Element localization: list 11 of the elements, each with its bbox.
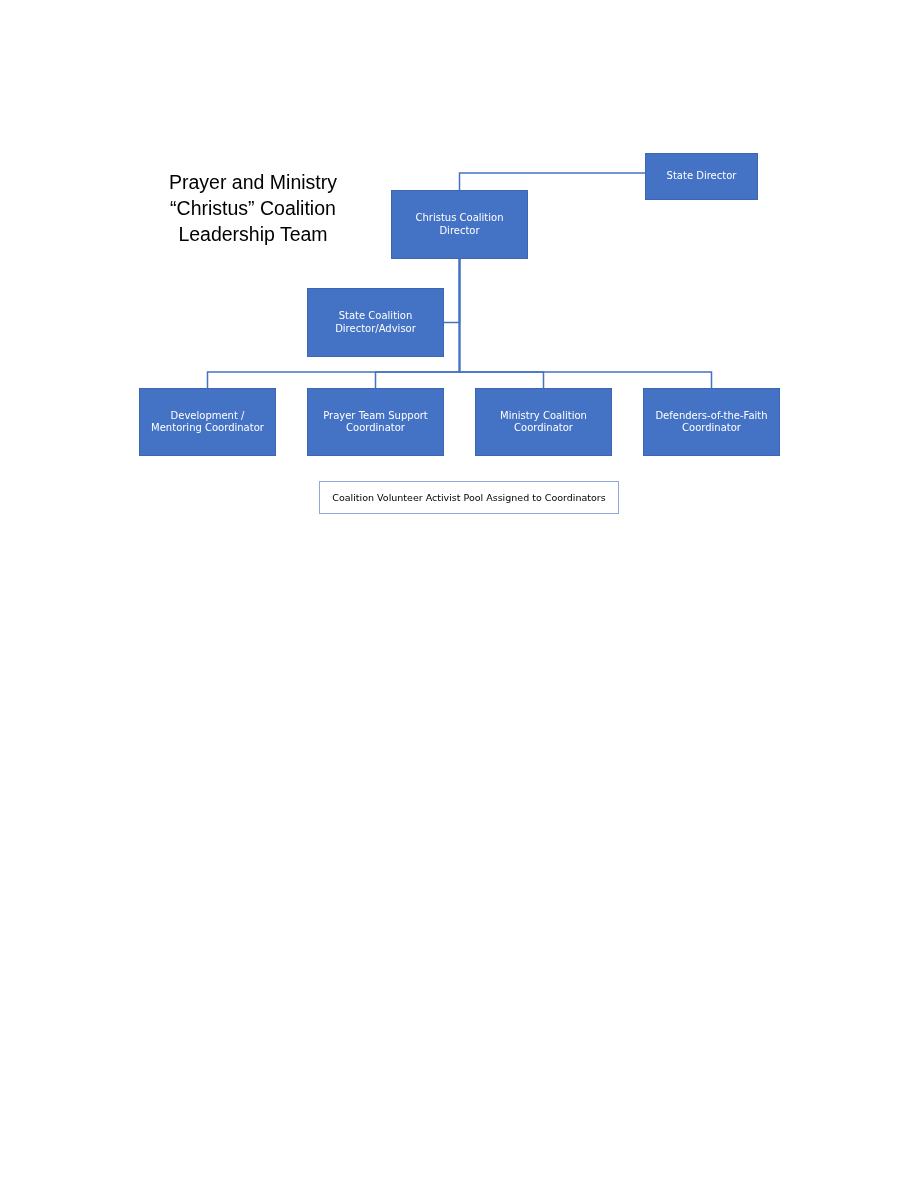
role-box: Defenders-of-the-Faith Coordinator bbox=[643, 388, 780, 456]
role-box: Christus Coalition Director bbox=[391, 190, 528, 259]
role-box: Prayer Team Support Coordinator bbox=[307, 388, 444, 456]
role-box: State Director bbox=[645, 153, 758, 200]
role-box: Ministry Coalition Coordinator bbox=[475, 388, 612, 456]
connector-line bbox=[458, 258, 713, 389]
note-box: Coalition Volunteer Activist Pool Assigned to Coordinators bbox=[319, 481, 619, 514]
connector-line bbox=[458, 172, 646, 191]
role-box: State Coalition Director/Advisor bbox=[307, 288, 444, 357]
role-box: Development / Mentoring Coordinator bbox=[139, 388, 276, 456]
diagram-title: Prayer and Ministry “Christus” Coalition Leadership Team bbox=[168, 170, 338, 247]
